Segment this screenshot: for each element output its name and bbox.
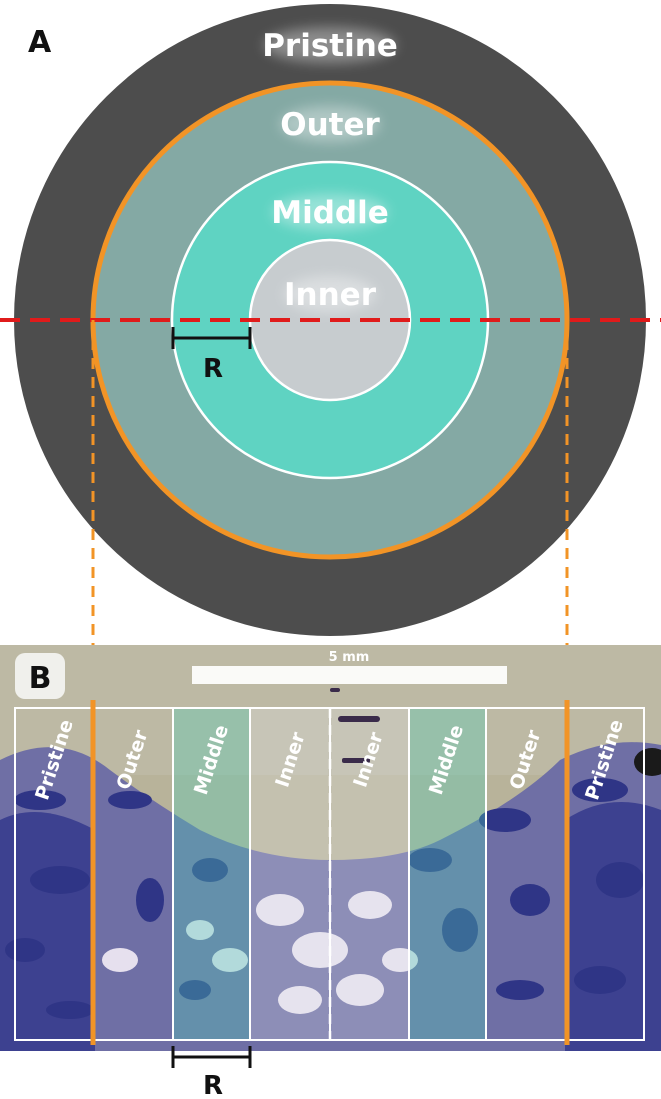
ring-label-pristine: Pristine xyxy=(262,28,398,64)
panel-letter-b: B xyxy=(29,661,52,696)
projection-lines xyxy=(91,320,569,645)
panel-letter-a: A xyxy=(28,25,52,60)
defect-edges xyxy=(90,700,570,1045)
ring-label-outer: Outer xyxy=(280,107,380,143)
scale-bar xyxy=(192,666,507,684)
panel-a-target-diagram: Pristine Outer Middle Inner R A xyxy=(0,2,661,638)
radius-marker-b xyxy=(171,1046,252,1068)
ring-label-middle: Middle xyxy=(271,195,389,231)
radius-label-b: R xyxy=(203,1071,223,1099)
radius-marker-a xyxy=(171,327,252,349)
panel-b-histology: 5 mm B Pristine Outer Middle Inner Inner… xyxy=(0,645,661,1099)
scale-bar-label: 5 mm xyxy=(329,650,370,665)
radius-label-a: R xyxy=(203,354,223,384)
ring-label-inner: Inner xyxy=(284,277,377,313)
panel-letter-b-badge xyxy=(15,653,65,699)
